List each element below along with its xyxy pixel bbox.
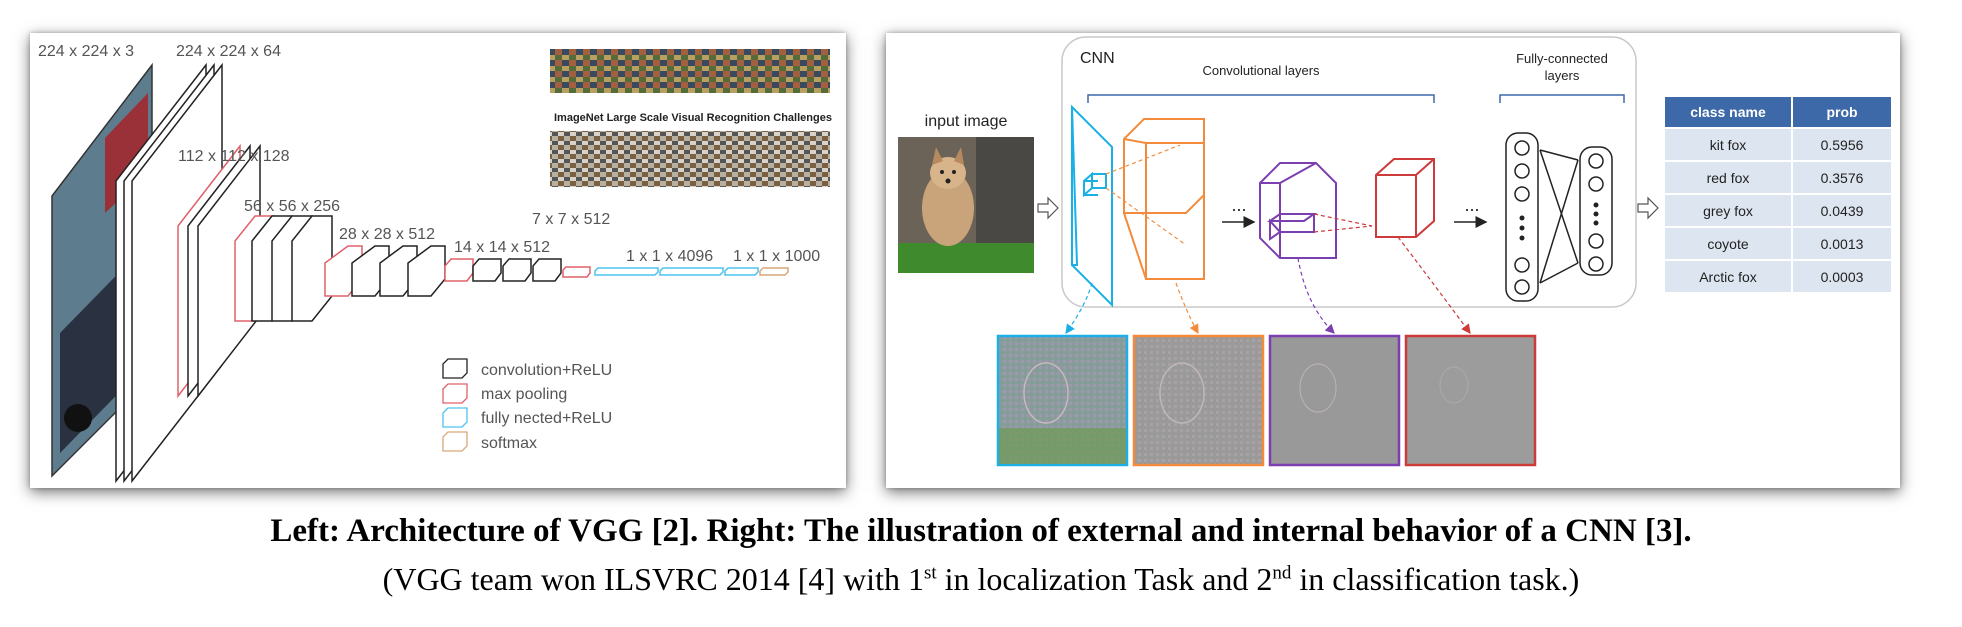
- fc-bracket: [1499, 94, 1625, 103]
- class-name-cell: coyote: [1665, 228, 1791, 259]
- caption-note-sup: nd: [1272, 562, 1292, 584]
- conv-bracket: [1087, 94, 1435, 103]
- imagenet-mosaic: ImageNet Large Scale Visual Recognition …: [550, 49, 832, 187]
- dim-label: 7 x 7 x 512: [532, 211, 610, 228]
- caption-note-part: in localization Task and 2: [936, 561, 1273, 597]
- legend-item-pool: max pooling: [442, 383, 567, 404]
- ellipsis-2: ...: [1464, 195, 1479, 215]
- cnn-diagram: CNN Convolutional layers Fully-connected…: [898, 36, 1659, 467]
- imagenet-title: ImageNet Large Scale Visual Recognition …: [554, 112, 832, 124]
- dim-label: 14 x 14 x 512: [454, 239, 550, 256]
- prob-cell: 0.3576: [1793, 162, 1891, 193]
- table-header: prob: [1793, 97, 1891, 127]
- legend-item-fc: fully nected+ReLU: [442, 407, 612, 428]
- feature-map-1: [996, 334, 1129, 467]
- conv-layer-3: [1259, 162, 1337, 259]
- fc-layers-label: layers: [1545, 68, 1580, 83]
- caption-note-sup: st: [923, 562, 937, 584]
- legend-label-fc: fully nected+ReLU: [481, 410, 612, 427]
- class-name-cell: Arctic fox: [1665, 261, 1791, 292]
- input-fox-image: [898, 137, 1034, 273]
- conv-layers-label: Convolutional layers: [1202, 63, 1320, 78]
- input-image-label: input image: [925, 113, 1008, 130]
- fc-layers-label: Fully-connected: [1516, 51, 1608, 66]
- dim-label: 28 x 28 x 512: [339, 226, 435, 243]
- feature-arrow-1: [1065, 282, 1093, 334]
- dim-label: 1 x 1 x 1000: [733, 248, 820, 265]
- table-row: grey fox 0.0439: [1665, 195, 1891, 226]
- table-row: Arctic fox 0.0003: [1665, 261, 1891, 292]
- prob-cell: 0.5956: [1793, 129, 1891, 160]
- prob-cell: 0.0003: [1793, 261, 1891, 292]
- conv-layer-1: [1071, 104, 1113, 308]
- pool-7: [562, 266, 591, 278]
- output-arrow-icon: [1637, 196, 1659, 220]
- feature-arrow-3: [1297, 257, 1335, 334]
- feature-arrow-2: [1175, 282, 1199, 335]
- table-row: coyote 0.0013: [1665, 228, 1891, 259]
- vgg-architecture-panel: 224 x 224 x 3 224 x 224 x 64 112 x 112 x…: [30, 33, 846, 488]
- ellipsis-1: ...: [1231, 195, 1246, 215]
- conv-layer-2: [1123, 118, 1205, 280]
- dim-label: 224 x 224 x 3: [38, 43, 134, 60]
- class-name-cell: red fox: [1665, 162, 1791, 193]
- vgg-diagram: 224 x 224 x 3 224 x 224 x 64 112 x 112 x…: [38, 43, 832, 484]
- fc-layers: [594, 267, 759, 276]
- class-name-cell: grey fox: [1665, 195, 1791, 226]
- prob-cell: 0.0439: [1793, 195, 1891, 226]
- caption-note-part: in classification task.): [1291, 561, 1580, 597]
- dim-label: 112 x 112 x 128: [178, 148, 290, 165]
- block-28: [324, 245, 446, 297]
- fc-network: [1505, 132, 1613, 302]
- input-arrow-icon: [1037, 196, 1059, 220]
- prediction-table: class name prob kit fox 0.5956 red fox 0…: [1663, 95, 1893, 294]
- dim-label: 1 x 1 x 4096: [626, 248, 713, 265]
- class-name-cell: kit fox: [1665, 129, 1791, 160]
- prob-cell: 0.0013: [1793, 228, 1891, 259]
- cnn-label: CNN: [1080, 50, 1115, 67]
- caption-note: (VGG team won ILSVRC 2014 [4] with 1st i…: [0, 561, 1962, 598]
- legend-label-pool: max pooling: [481, 386, 567, 403]
- receptive-field-lines-2: [1313, 213, 1373, 233]
- legend-label-softmax: softmax: [481, 435, 537, 452]
- feature-arrow-4: [1397, 236, 1471, 334]
- block-14: [444, 258, 562, 282]
- feature-map-4: [1404, 334, 1537, 467]
- table-row: kit fox 0.5956: [1665, 129, 1891, 160]
- table-header: class name: [1665, 97, 1791, 127]
- fc-dots: [1519, 202, 1599, 241]
- conv-layer-4: [1375, 158, 1435, 238]
- feature-map-2: [1132, 334, 1265, 467]
- caption-note-part: (VGG team won ILSVRC 2014 [4] with 1: [382, 561, 924, 597]
- dim-label: 56 x 56 x 256: [244, 198, 340, 215]
- legend: convolution+ReLU max pooling fully necte…: [442, 358, 612, 452]
- dim-label: 224 x 224 x 64: [176, 43, 281, 60]
- legend-label-conv: convolution+ReLU: [481, 362, 612, 379]
- block-56: [234, 215, 333, 322]
- block-112: [177, 143, 261, 399]
- caption-title: Left: Architecture of VGG [2]. Right: Th…: [270, 513, 1692, 549]
- legend-item-conv: convolution+ReLU: [442, 358, 612, 379]
- feature-map-3: [1268, 334, 1401, 467]
- softmax-layer: [759, 267, 789, 276]
- cnn-box: [1061, 36, 1637, 308]
- table-row: red fox 0.3576: [1665, 162, 1891, 193]
- legend-item-softmax: softmax: [442, 431, 537, 452]
